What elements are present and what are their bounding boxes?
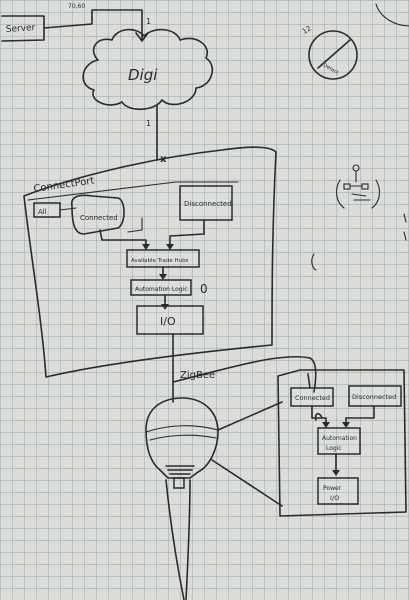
digi-cloud: Digi <box>82 28 214 111</box>
detail-power-label-2: I/O <box>330 494 339 502</box>
detail-automation-box: Automation Logic <box>317 427 361 455</box>
zigbee-to-detail-line <box>172 355 317 393</box>
available-hubs-box: Available Trade Hubs <box>126 249 200 268</box>
annotation-zero: 0 <box>200 282 208 296</box>
io-box: I/O <box>136 305 204 335</box>
server-node: Server <box>1 15 45 42</box>
detail-entry-line <box>307 373 311 389</box>
detail-arrowhead-left <box>322 422 330 428</box>
all-label: All <box>38 208 47 216</box>
cross-mark: x <box>160 154 167 165</box>
stray-connector <box>127 217 143 233</box>
edge-ticks <box>403 213 407 241</box>
detail-logic-to-power-arrowhead <box>332 470 340 476</box>
detail-power-box: Power I/O <box>317 477 359 505</box>
detail-connected-label: Connected <box>295 394 330 402</box>
disconnected-to-hubs-line <box>169 219 205 249</box>
corner-arc <box>375 3 409 27</box>
clock-number: 12 <box>301 24 313 35</box>
server-to-cloud-arrowhead <box>135 32 149 42</box>
detail-loop-mark <box>314 412 323 421</box>
hubs-to-logic-arrowhead <box>159 274 167 280</box>
connected-to-hubs-line <box>99 229 147 249</box>
detail-automation-label-2: Logic <box>326 445 342 452</box>
small-arc-mark <box>311 253 317 271</box>
detail-connected-box: Connected <box>290 387 334 407</box>
detail-disconnected-label: Disconnected <box>352 393 396 401</box>
detail-disconnected-to-logic <box>345 405 375 427</box>
clock-sketch: 12 Detect <box>301 24 358 80</box>
all-box: All <box>33 202 77 218</box>
connectport-label: ConnectPort <box>33 176 95 195</box>
sensor-device <box>145 397 219 600</box>
available-hubs-label: Available Trade Hubs <box>131 258 189 264</box>
cloud-label: Digi <box>128 66 158 84</box>
edge-label-one-b: 1 <box>146 119 151 128</box>
automation-logic-label: Automation Logic <box>135 286 188 293</box>
detail-container <box>277 369 407 517</box>
io-label: I/O <box>160 315 176 328</box>
server-label: Server <box>6 23 36 35</box>
detail-automation-label-1: Automation <box>322 435 357 442</box>
small-node-sketch <box>335 164 381 209</box>
server-to-cloud-line <box>43 9 143 41</box>
connected-to-hubs-arrowhead <box>142 244 150 250</box>
connected-label: Connected <box>80 214 118 222</box>
clock-label: Detect <box>322 63 339 77</box>
detail-power-label-1: Power <box>323 485 342 492</box>
faint-scribble: 70,60 <box>68 3 85 10</box>
disconnected-to-hubs-arrowhead <box>166 244 174 250</box>
detail-disconnected-box: Disconnected <box>348 385 402 407</box>
detail-arrowhead-right <box>342 422 350 428</box>
automation-logic-box: Automation Logic <box>130 279 192 296</box>
connected-box: Connected <box>70 194 125 235</box>
disconnected-box: Disconnected <box>179 185 233 221</box>
edge-label-one-a: 1 <box>146 17 151 26</box>
callout-top-line <box>217 401 283 431</box>
callout-bottom-line <box>211 459 283 507</box>
disconnected-label: Disconnected <box>184 200 232 208</box>
connectport-inner-line <box>27 181 239 201</box>
